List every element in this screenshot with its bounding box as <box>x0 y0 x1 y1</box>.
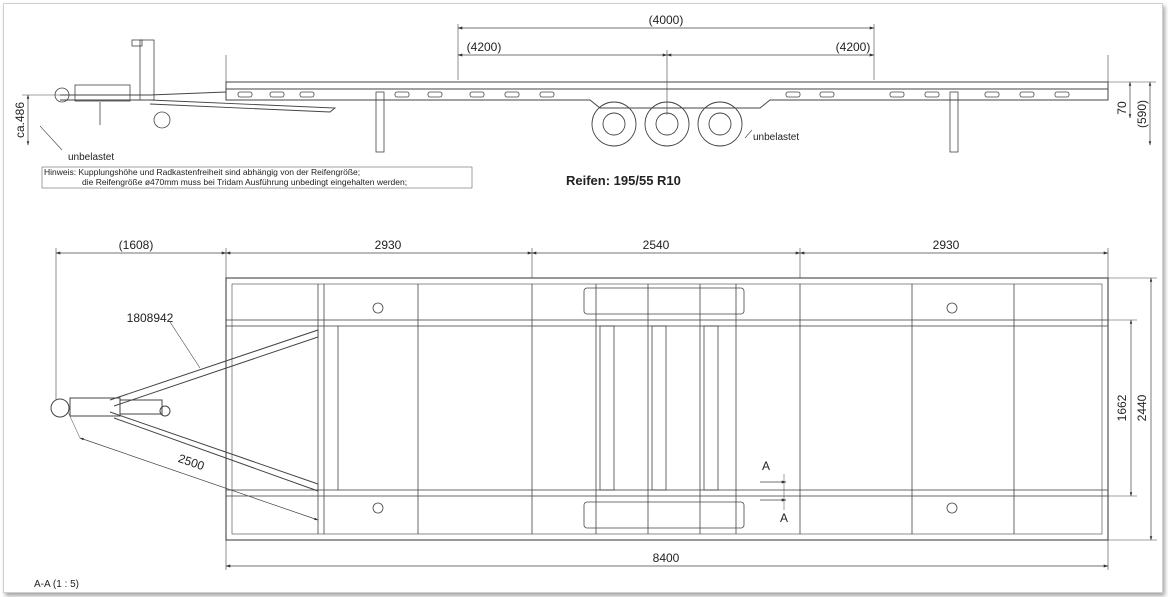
part-number: 1808942 <box>127 311 174 325</box>
label-unloaded-right: unbelastet <box>753 132 799 143</box>
dim-width-outer: 2440 <box>1135 394 1149 421</box>
dim-right: (4200) <box>836 40 871 54</box>
side-view <box>22 24 1156 153</box>
top-view <box>50 248 1157 570</box>
dim-drawbar: (1608) <box>119 238 154 252</box>
note-line-2: die Reifengröße ø470mm muss bei Tridam A… <box>82 177 407 187</box>
section-scale: A-A (1 : 5) <box>34 579 79 590</box>
light-icon <box>372 302 958 514</box>
dim-section-3: 2930 <box>933 238 960 252</box>
dim-section-2: 2540 <box>643 238 670 252</box>
dim-height-590: (590) <box>1135 100 1149 128</box>
section-marker-upper: A <box>762 459 770 473</box>
dim-total-top: (4000) <box>649 13 684 27</box>
dim-height-left: ca.486 <box>13 102 27 138</box>
dim-width-inner: 1662 <box>1115 394 1129 421</box>
label-unloaded-left: unbelastet <box>68 152 114 163</box>
dim-height-70: 70 <box>1115 101 1129 115</box>
section-marker-lower: A <box>780 511 788 525</box>
dim-section-1: 2930 <box>375 238 402 252</box>
note-line-1: Hinweis: Kupplungshöhe und Radkastenfrei… <box>44 167 360 177</box>
tire-spec: Reifen: 195/55 R10 <box>566 173 681 188</box>
dim-drawbar-length: 2500 <box>176 451 206 473</box>
dim-left: (4200) <box>467 40 502 54</box>
wheel-icon <box>591 101 743 147</box>
dim-total-length: 8400 <box>653 551 680 565</box>
